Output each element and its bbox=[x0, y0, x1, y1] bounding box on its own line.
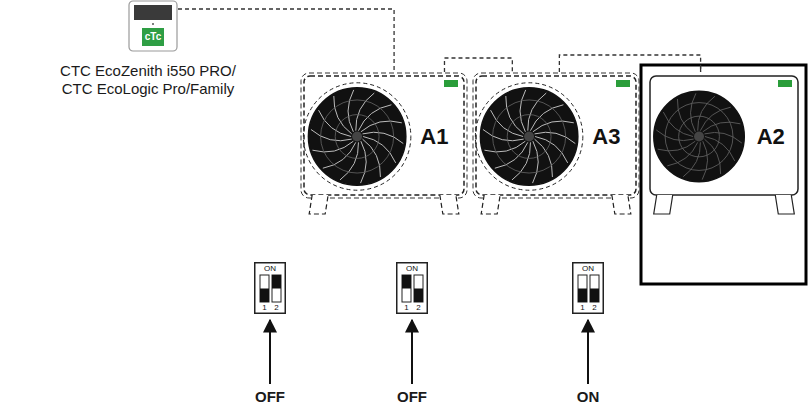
pointer-arrow bbox=[587, 320, 589, 384]
bus-cable bbox=[559, 55, 700, 72]
switch-state: ON bbox=[548, 388, 628, 406]
controller-caption: CTC EcoZenith i550 PRO/ CTC EcoLogic Pro… bbox=[48, 62, 248, 98]
switch-number: 1 bbox=[580, 303, 584, 312]
highlight-frame bbox=[641, 65, 806, 284]
switch-number: 2 bbox=[416, 303, 420, 312]
dip-switch: ON 12 bbox=[254, 262, 286, 314]
dip-switch: ON 12 bbox=[572, 262, 604, 314]
pointer-arrow bbox=[411, 320, 413, 384]
brand-logo: cTc bbox=[142, 28, 164, 46]
switch-number: 1 bbox=[262, 303, 266, 312]
unit-label: A1 bbox=[420, 124, 448, 150]
controller-display: cTc bbox=[128, 0, 178, 52]
switch-on-mark: ON bbox=[582, 264, 594, 273]
heat-pump: A2 bbox=[646, 72, 802, 217]
switch-state: OFF bbox=[372, 388, 452, 406]
heat-pump: A3 bbox=[472, 72, 640, 217]
switch-number: 2 bbox=[274, 303, 278, 312]
switch-number: 2 bbox=[592, 303, 596, 312]
switch-on-mark: ON bbox=[264, 264, 276, 273]
pointer-arrow bbox=[269, 320, 271, 384]
switch-number: 1 bbox=[404, 303, 408, 312]
unit-label: A3 bbox=[592, 124, 620, 150]
cable-segment bbox=[700, 67, 701, 73]
switch-state: OFF bbox=[230, 388, 310, 406]
bus-cable bbox=[444, 58, 512, 72]
switch-on-mark: ON bbox=[406, 264, 418, 273]
dip-switch: ON 12 bbox=[396, 262, 428, 314]
controller-outline bbox=[128, 0, 178, 52]
heat-pump: A1 bbox=[300, 72, 468, 217]
unit-label: A2 bbox=[757, 124, 785, 150]
